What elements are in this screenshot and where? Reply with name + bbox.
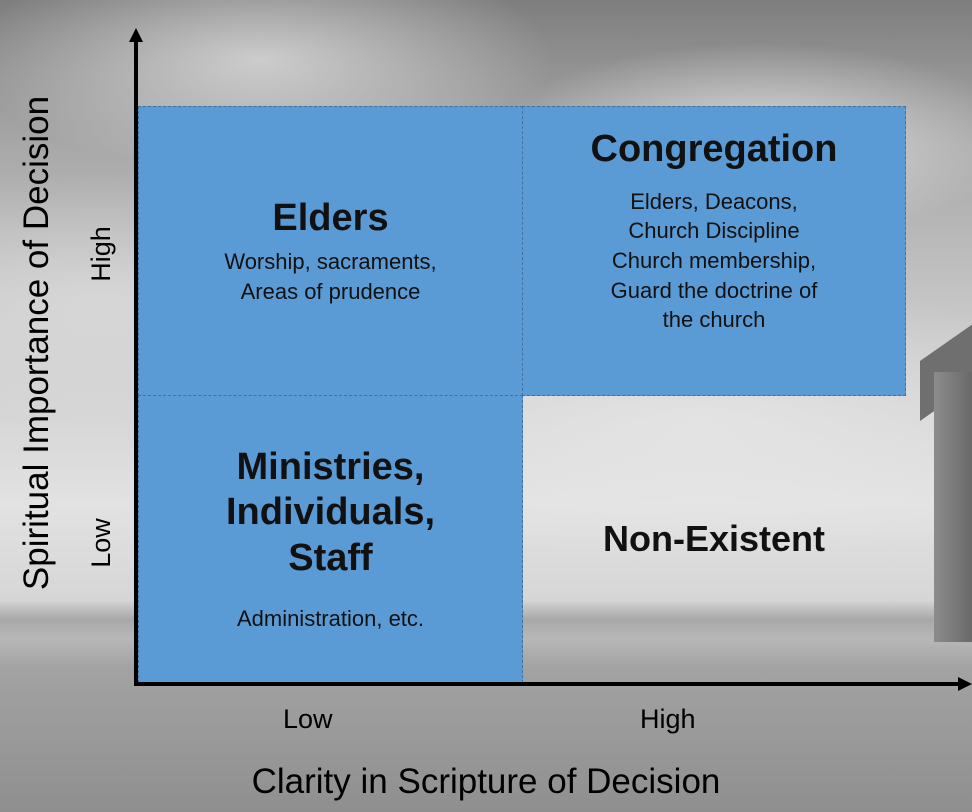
x-tick-high: High bbox=[640, 704, 696, 734]
quadrant-bottom-left: Ministries, Individuals, Staff Administr… bbox=[138, 395, 523, 683]
quadrant-top-left: Elders Worship, sacraments, Areas of pru… bbox=[138, 106, 523, 396]
y-tick-low: Low bbox=[86, 518, 116, 568]
x-tick-low: Low bbox=[283, 704, 333, 734]
quadrant-bottom-left-title: Ministries, Individuals, Staff bbox=[225, 445, 436, 579]
quadrant-top-right-description: Elders, Deacons, Church Discipline Churc… bbox=[610, 188, 818, 333]
quadrant-bottom-right: Non-Existent bbox=[522, 395, 906, 683]
x-axis-title: Clarity in Scripture of Decision bbox=[251, 762, 721, 801]
y-axis-title: Spiritual Importance of Decision bbox=[17, 95, 56, 591]
quadrant-bottom-right-title: Non-Existent bbox=[602, 518, 825, 560]
y-axis-line bbox=[134, 40, 138, 686]
quadrant-bottom-left-description: Administration, etc. bbox=[236, 605, 425, 631]
background-barn bbox=[934, 372, 972, 642]
y-axis-arrow bbox=[129, 28, 143, 42]
quadrant-top-right: Congregation Elders, Deacons, Church Dis… bbox=[522, 106, 906, 396]
x-axis-line bbox=[134, 682, 960, 686]
quadrant-top-left-title: Elders bbox=[272, 196, 389, 239]
y-tick-high: High bbox=[86, 226, 116, 282]
quadrant-top-right-title: Congregation bbox=[590, 128, 838, 170]
quadrant-top-left-description: Worship, sacraments, Areas of prudence bbox=[224, 249, 437, 304]
x-axis-arrow bbox=[958, 677, 972, 691]
